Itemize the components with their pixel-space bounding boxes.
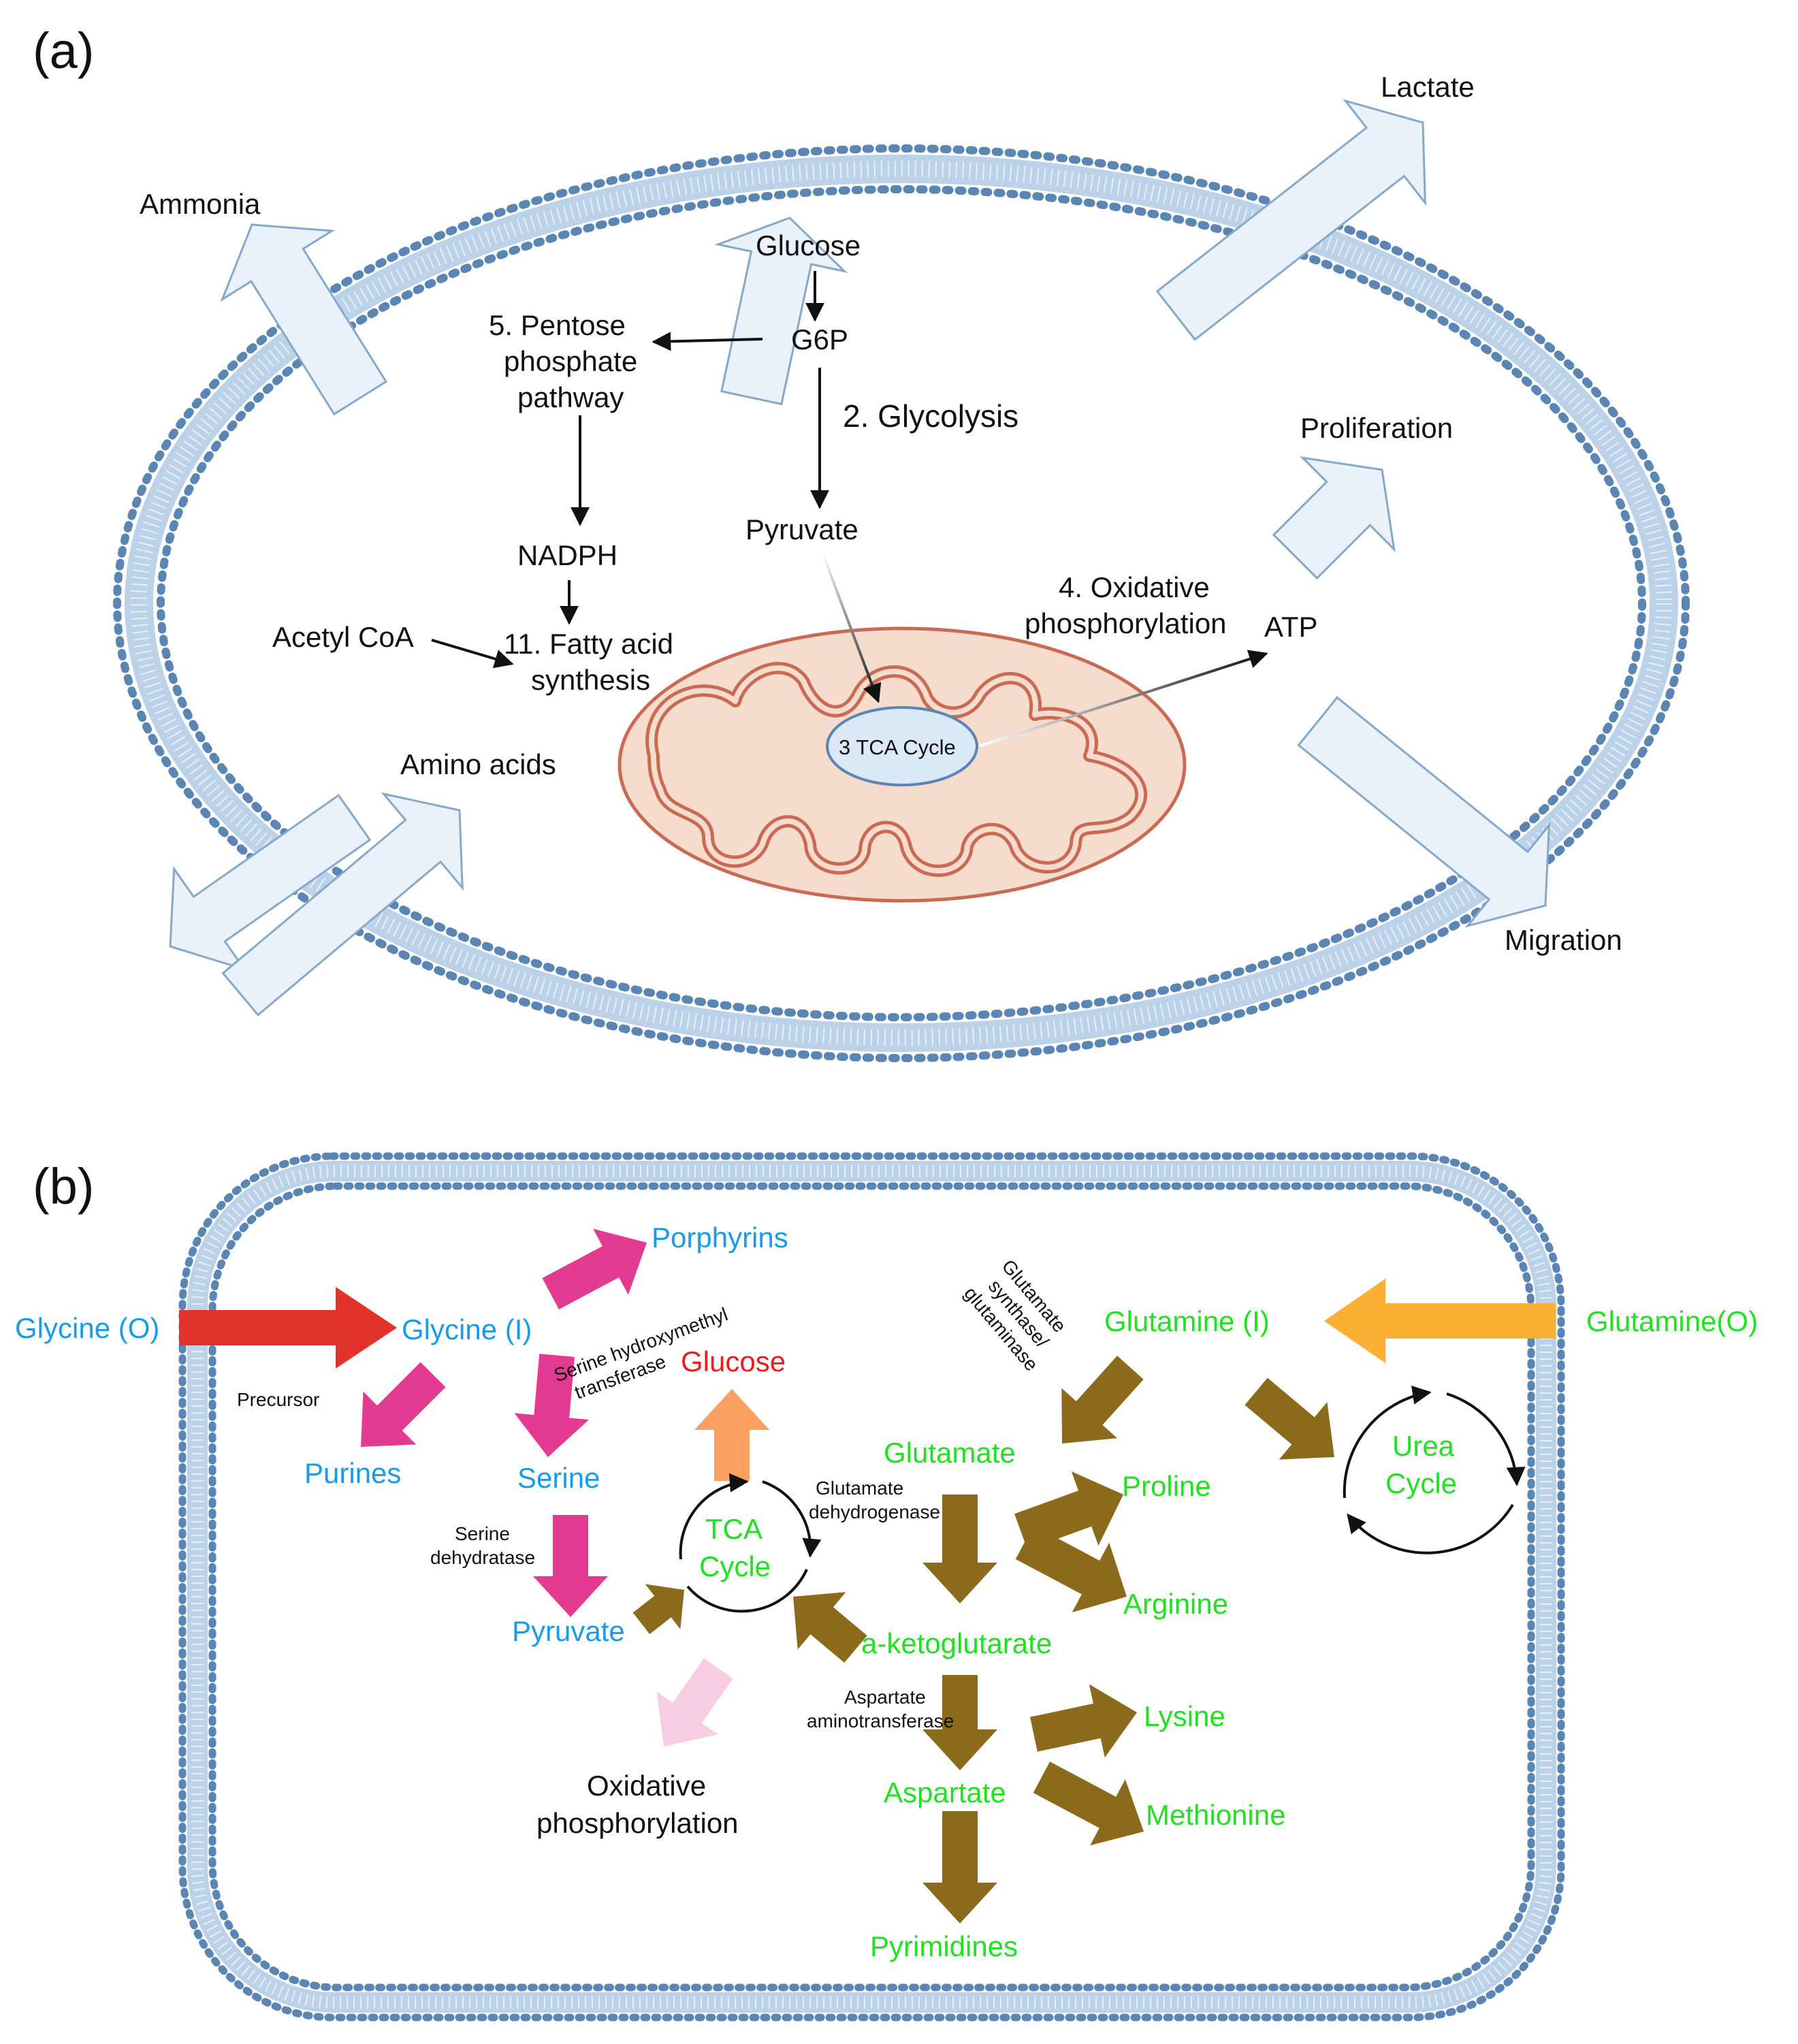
purines-label: Purines	[304, 1457, 401, 1489]
panel-b: (b) Glycine (O) Glycine (I) Porphyrins P…	[15, 1152, 1758, 2022]
migration-arrow	[1297, 696, 1551, 928]
glutamine-import-arrow	[1324, 1279, 1556, 1363]
methionine-label: Methionine	[1146, 1799, 1285, 1831]
oxphos-label-2: phosphorylation	[1025, 607, 1227, 639]
gdh-label-1: Glutamate	[816, 1478, 903, 1499]
akg-to-aspartate-arrow	[922, 1675, 997, 1770]
labels-b: (b) Glycine (O) Glycine (I) Porphyrins P…	[15, 1158, 1758, 1962]
glycine-to-serine-arrow	[514, 1354, 590, 1457]
proliferation-label: Proliferation	[1300, 412, 1453, 444]
g6p-label: G6P	[791, 323, 848, 355]
pyruvate-to-tca-arrow	[632, 1584, 684, 1635]
oxphos-label-b-2: phosphorylation	[536, 1807, 739, 1839]
aspartate-to-methionine-arrow	[1033, 1761, 1144, 1846]
oxphos-label-b-1: Oxidative	[587, 1770, 706, 1802]
serine-label: Serine	[517, 1462, 600, 1494]
lactate-label: Lactate	[1381, 71, 1475, 103]
glutamine-to-glutamate-arrow	[1061, 1356, 1144, 1443]
panel-a-label: (a)	[33, 22, 94, 79]
serine-to-pyruvate-arrow	[533, 1515, 608, 1617]
ppp-label-3: pathway	[517, 381, 624, 413]
ammonia-label: Ammonia	[140, 188, 261, 220]
nadph-label: NADPH	[517, 539, 617, 571]
glutamine-outside-label: Glutamine(O)	[1586, 1305, 1758, 1337]
glutamate-to-arginine-arrow	[1015, 1525, 1127, 1613]
cell-membrane-a	[113, 144, 1690, 1062]
pyrimidines-label: Pyrimidines	[870, 1930, 1018, 1962]
pathway-arrows-a	[431, 271, 1268, 748]
amino-acid-import-arrow	[221, 792, 464, 1017]
porphyrins-label: Porphyrins	[652, 1221, 788, 1253]
glutamine-to-urea-arrow	[1245, 1377, 1334, 1460]
glycine-to-purines-arrow	[361, 1362, 446, 1447]
urea-label-1: Urea	[1392, 1430, 1455, 1462]
akg-to-tca-arrow	[793, 1592, 867, 1663]
atp-label: ATP	[1264, 611, 1318, 643]
aspartate-to-lysine-arrow	[1029, 1684, 1137, 1758]
oxphos-label-1: 4. Oxidative	[1059, 571, 1210, 603]
glycine-inside-label: Glycine (I)	[402, 1313, 532, 1345]
glutamate-label: Glutamate	[884, 1437, 1016, 1469]
proline-label: Proline	[1122, 1470, 1211, 1502]
ppp-label-1: 5. Pentose	[489, 309, 626, 341]
ammonia-export-arrow	[220, 223, 388, 416]
panel-b-label: (b)	[33, 1158, 94, 1215]
panel-a: (a) Ammonia Lactate Glucose G6P 5. Pento…	[33, 22, 1690, 1062]
proliferation-arrow	[1272, 456, 1396, 580]
serine-dehydratase-label-1: Serine	[455, 1523, 510, 1544]
lactate-export-arrow	[1155, 99, 1426, 341]
pyruvate-label-b: Pyruvate	[512, 1615, 625, 1647]
glucose-label: Glucose	[756, 229, 861, 261]
asat-label-1: Aspartate	[844, 1687, 926, 1708]
transport-arrows-a	[169, 99, 1551, 1017]
pyruvate-label: Pyruvate	[745, 513, 858, 545]
fatty-acid-label-1: 11. Fatty acid	[504, 628, 673, 660]
ppp-label-2: phosphate	[504, 345, 637, 377]
amino-acids-label: Amino acids	[400, 748, 556, 780]
tca-label-a: 3 TCA Cycle	[839, 735, 956, 759]
aspartate-label: Aspartate	[884, 1776, 1006, 1808]
glycine-to-porphyrins-arrow	[542, 1228, 647, 1310]
cell-membrane-b	[178, 1152, 1565, 2022]
migration-label: Migration	[1505, 924, 1622, 956]
tca-label-b-1: TCA	[705, 1513, 762, 1545]
mitochondrion	[617, 626, 1187, 903]
to-oxphos-arrow	[656, 1658, 733, 1746]
glutamine-inside-label: Glutamine (I)	[1104, 1305, 1270, 1337]
asat-label-2: aminotransferase	[807, 1710, 954, 1731]
glycolysis-label: 2. Glycolysis	[843, 398, 1018, 434]
aspartate-to-pyrimidines-arrow	[922, 1811, 997, 1923]
gdh-label-2: dehydrogenase	[809, 1501, 940, 1522]
lysine-label: Lysine	[1144, 1700, 1225, 1732]
urea-cycle-circle	[1343, 1386, 1432, 1499]
akg-label: a-ketoglutarate	[861, 1627, 1052, 1659]
cycles-b	[679, 1386, 1526, 1613]
glucose-import-arrow	[714, 217, 848, 406]
urea-label-2: Cycle	[1385, 1467, 1457, 1499]
tca-cycle-oval-a	[826, 706, 978, 786]
glycine-import-arrow	[179, 1287, 397, 1369]
tca-cycle-circle-b	[679, 1473, 749, 1560]
arginine-label: Arginine	[1123, 1588, 1228, 1620]
fatty-acid-label-2: synthesis	[531, 664, 650, 696]
labels-a: (a) Ammonia Lactate Glucose G6P 5. Pento…	[33, 22, 1622, 956]
serine-dehydratase-label-2: dehydratase	[430, 1547, 535, 1568]
glutamate-to-akg-arrow	[922, 1495, 997, 1603]
tca-to-glucose-arrow	[694, 1389, 769, 1481]
amino-acid-export-arrow	[169, 793, 372, 972]
glucose-label-b: Glucose	[681, 1345, 786, 1377]
acetyl-coa-label: Acetyl CoA	[272, 621, 414, 653]
precursor-label: Precursor	[237, 1389, 319, 1410]
block-arrows-b	[179, 1228, 1556, 1923]
glycine-outside-label: Glycine (O)	[15, 1312, 159, 1344]
tca-label-b-2: Cycle	[699, 1550, 771, 1582]
